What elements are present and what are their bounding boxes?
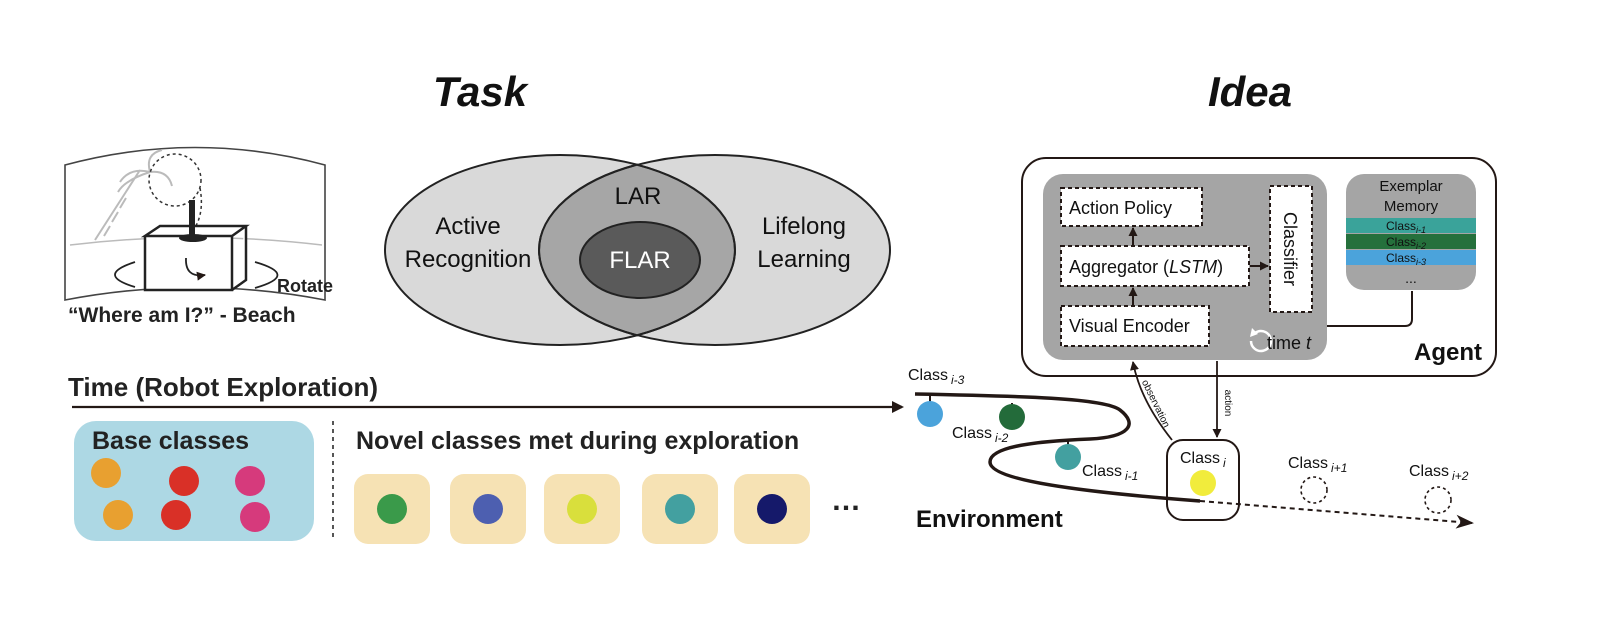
observation-label: observation <box>1139 378 1172 429</box>
base-class-dot <box>103 500 133 530</box>
visual-encoder-label: Visual Encoder <box>1069 316 1190 336</box>
task-heading: Task <box>433 68 530 115</box>
base-class-dot <box>91 458 121 488</box>
base-classes-panel: Base classes <box>74 421 314 541</box>
venn-right-line1: Lifelong <box>762 213 846 240</box>
time-label: time t <box>1267 333 1312 353</box>
base-class-dots <box>91 458 270 532</box>
classifier-label: Classifier <box>1280 212 1300 286</box>
idea-heading: Idea <box>1208 68 1292 115</box>
rotation-arc-icon <box>114 261 279 289</box>
robot-camera-icon <box>189 200 195 236</box>
robot-box-icon <box>140 224 250 292</box>
novel-class-dot <box>757 494 787 524</box>
memory-row-label: Classi-1 <box>1386 219 1426 235</box>
action-policy-box <box>1060 187 1203 227</box>
novel-classes-title: Novel classes met during exploration <box>356 427 799 455</box>
memory-row-label: Classi-3 <box>1386 251 1426 267</box>
exemplar-memory-line2: Memory <box>1384 198 1439 215</box>
future-path-dashed <box>1199 500 1474 529</box>
novel-classes-panel: Novel classes met during exploration … <box>354 427 861 544</box>
base-class-dot <box>169 466 199 496</box>
exemplar-memory-more: ... <box>1405 270 1417 286</box>
environment-class-dot <box>1055 444 1081 470</box>
agent-panel: Action Policy Aggregator (LSTM) Visual E… <box>1021 157 1497 377</box>
novel-class-dot <box>377 494 407 524</box>
novel-ellipsis: … <box>831 484 861 517</box>
classifier-box <box>1269 185 1313 313</box>
novel-class-tile <box>450 474 526 544</box>
scene-caption: “Where am I?” - Beach <box>68 304 296 327</box>
aggregator-label: Aggregator (LSTM) <box>1069 257 1223 277</box>
novel-class-tile <box>544 474 620 544</box>
view-circle-dotted <box>148 153 202 207</box>
memory-row-bg <box>1346 218 1476 233</box>
novel-class-tile <box>734 474 810 544</box>
novel-class-tile <box>354 474 430 544</box>
base-class-dot <box>240 502 270 532</box>
visual-encoder-box <box>1060 305 1210 347</box>
memory-row-bg <box>1346 250 1476 265</box>
novel-class-tile <box>642 474 718 544</box>
exploration-path <box>914 392 1201 503</box>
robot-camera-base <box>179 234 207 242</box>
environment-class-dot <box>999 404 1025 430</box>
environment-class-dot <box>1190 470 1216 496</box>
novel-class-dot <box>567 494 597 524</box>
base-classes-title: Base classes <box>92 427 249 455</box>
palm-tree-icon <box>94 149 173 241</box>
novel-class-tiles <box>354 474 810 544</box>
venn-left-line2: Recognition <box>405 246 532 273</box>
timeline-label: Time (Robot Exploration) <box>68 372 378 402</box>
novel-class-dot <box>473 494 503 524</box>
action-policy-label: Action Policy <box>1069 198 1172 218</box>
novel-class-dot <box>665 494 695 524</box>
future-class-dot <box>1300 476 1328 504</box>
aggregator-box <box>1060 245 1250 287</box>
venn-middle-label: LAR <box>615 183 662 210</box>
venn-diagram: Active Recognition Lifelong Learning LAR… <box>384 154 891 346</box>
memory-row-bg <box>1346 234 1476 249</box>
venn-center-ellipse <box>579 221 701 299</box>
current-class-highlight-box <box>1166 439 1240 521</box>
time-loop-icon <box>1249 329 1273 353</box>
observation-arrow <box>1130 361 1173 441</box>
agent-title: Agent <box>1414 339 1482 366</box>
robot-scene: Rotate “Where am I?” - Beach <box>64 146 333 327</box>
environment-label: Environment <box>916 506 1063 533</box>
base-class-dot <box>235 466 265 496</box>
memory-to-agent-connector <box>1327 291 1413 327</box>
venn-right-line2: Learning <box>757 246 850 273</box>
environment-class-dot <box>917 401 943 427</box>
venn-center-label: FLAR <box>609 247 670 274</box>
action-label: action <box>1222 390 1233 417</box>
venn-left-line1: Active <box>435 213 500 240</box>
base-class-dot <box>161 500 191 530</box>
rotation-arrow-icon <box>185 257 206 281</box>
memory-row-label: Classi-2 <box>1386 235 1426 251</box>
rotate-label: Rotate <box>277 276 333 296</box>
exemplar-memory-line1: Exemplar <box>1379 178 1442 195</box>
future-class-dot <box>1424 486 1452 514</box>
